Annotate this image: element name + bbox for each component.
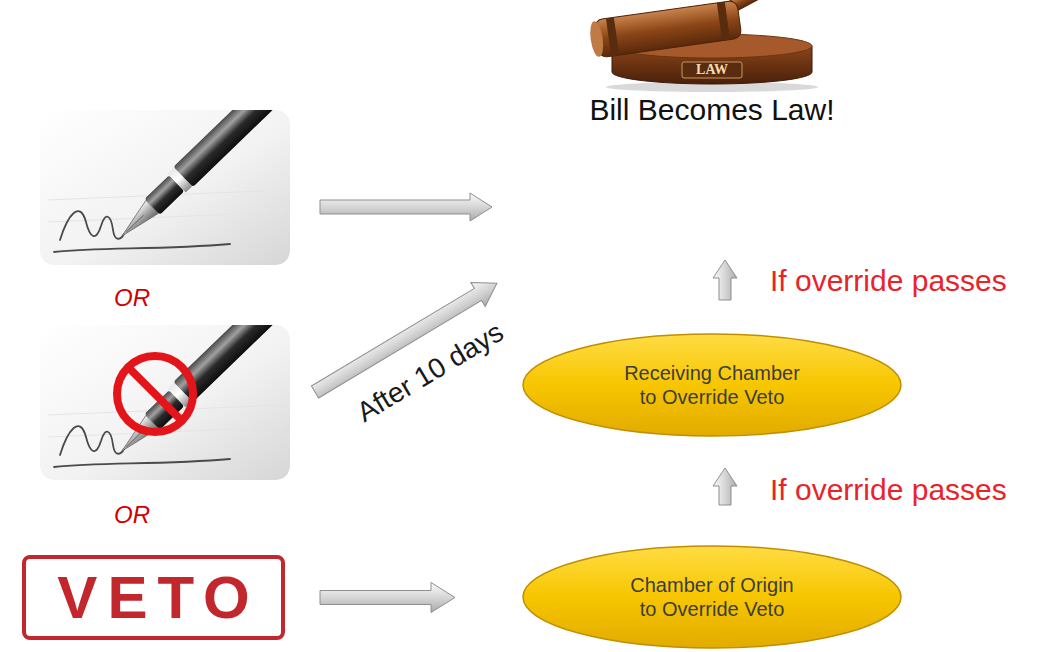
pen-nib <box>116 200 159 242</box>
ellipse-shape <box>523 334 901 436</box>
condition-label: If override passes <box>770 472 1007 508</box>
block-arrow <box>320 193 492 221</box>
head-band <box>606 17 619 56</box>
signature-scribble <box>54 211 230 252</box>
block-arrow <box>713 468 737 505</box>
pen-photo <box>40 285 294 480</box>
head-band <box>717 2 730 41</box>
result-heading: Bill Becomes Law! <box>562 92 862 128</box>
veto-stamp: VETO <box>22 555 285 640</box>
pen-barrel <box>173 110 290 187</box>
or-connector-word: OR <box>114 500 150 530</box>
ellipse-outline <box>522 333 902 437</box>
plate-text: LAW <box>562 62 862 78</box>
pen-photo <box>40 110 290 265</box>
or-connector-word: OR <box>114 283 150 313</box>
gavel-node: LAW Bill Becomes Law! <box>562 0 862 130</box>
head-shape <box>594 0 742 58</box>
stamp-text: VETO <box>47 565 259 631</box>
ellipse-outline <box>522 545 902 649</box>
nib-slit <box>126 215 143 232</box>
override-ellipse: Receiving Chamber to Override Veto <box>522 333 902 437</box>
photo-ground <box>40 110 290 265</box>
gavel-figure <box>588 0 825 92</box>
override-ellipse: Chamber of Origin to Override Veto <box>522 545 902 649</box>
block-arrow <box>713 260 737 300</box>
block-arrow <box>320 583 455 613</box>
chamber-text: Chamber of Origin to Override Veto <box>621 573 803 621</box>
prohibition-ring <box>117 356 193 432</box>
prohibition-slash <box>128 367 182 421</box>
ellipse-shape <box>523 546 901 648</box>
gavel-head <box>588 0 742 59</box>
fountain-pen <box>112 110 290 246</box>
head-cap <box>588 20 605 57</box>
arrow-note: After 10 days <box>350 315 509 430</box>
chamber-text: Receiving Chamber to Override Veto <box>621 361 803 409</box>
condition-label: If override passes <box>770 263 1007 299</box>
